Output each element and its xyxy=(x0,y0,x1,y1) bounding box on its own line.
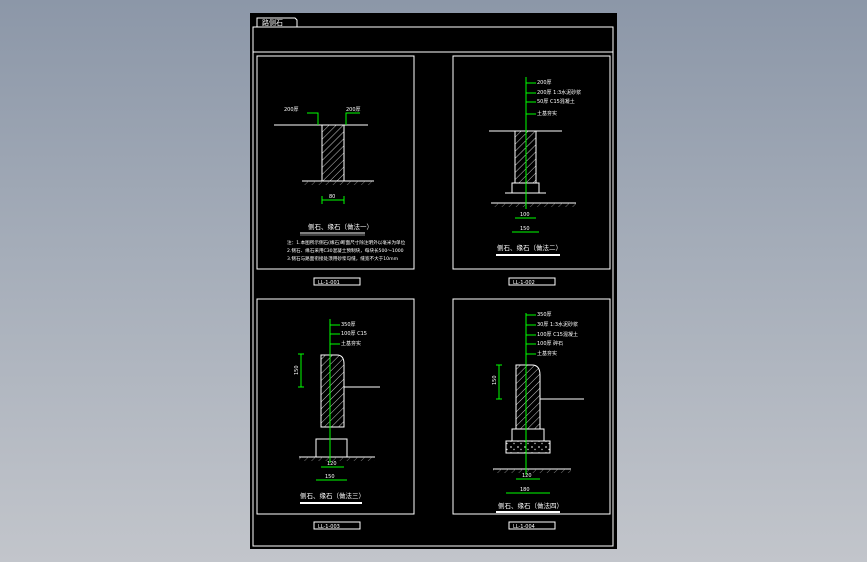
drawing-code: LL-1-001 xyxy=(318,280,340,286)
sheet-tab xyxy=(256,17,298,27)
concrete-footing xyxy=(315,438,348,458)
label-layer-1: 200厚 xyxy=(537,80,552,86)
drawing-code: LL-1-004 xyxy=(513,524,535,530)
sheet-tab-label: 路侧石 xyxy=(262,18,283,27)
dimension-width: 120 xyxy=(327,461,337,467)
label-layer-4: 100厚 碎石 xyxy=(537,340,563,347)
dimension-height: 150 xyxy=(294,365,300,375)
label-layer-1: 350厚 xyxy=(341,322,356,328)
drawing-code: LL-1-002 xyxy=(513,280,535,286)
curb-section xyxy=(321,124,345,182)
gravel-base xyxy=(505,440,551,454)
dimension-width: 120 xyxy=(522,473,532,479)
label-layer-3: 50厚 C15混凝土 xyxy=(537,98,575,105)
panel-caption: 侧石、缘石（做法一） xyxy=(308,222,373,231)
note-line-1: 注：1.本图所示侧石(缘石)断面尺寸除注明外以毫米为单位 xyxy=(287,239,406,246)
label-layer-4: 土基夯实 xyxy=(537,110,557,117)
curb-section xyxy=(320,354,345,428)
note-line-2: 2.侧石、缘石采用C30混凝土预制块，每块长500～1000 xyxy=(287,247,404,254)
label-left: 200厚 xyxy=(284,107,299,113)
dimension-base: 180 xyxy=(520,487,530,493)
panel-caption: 侧石、缘石（做法三） xyxy=(300,491,365,500)
curb-section xyxy=(515,364,541,430)
panel-caption: 侧石、缘石（做法二） xyxy=(497,243,562,252)
concrete-footing xyxy=(511,428,545,442)
note-line-3: 3.侧石与路面衔接处须用砂浆勾缝，缝宽不大于10mm xyxy=(287,255,399,262)
label-layer-1: 350厚 xyxy=(537,312,552,318)
dimension-height: 150 xyxy=(492,375,498,385)
detail-panel-2: 200厚 200厚 1:3水泥砂浆 50厚 C15混凝土 土基夯实 100 15… xyxy=(452,55,611,286)
detail-panel-1: 200厚 200厚 80 侧石、缘石（做法一） 注：1.本图所示侧石(缘石)断面… xyxy=(256,55,415,286)
label-right: 200厚 xyxy=(346,107,361,113)
label-layer-3: 100厚 C15混凝土 xyxy=(537,331,578,338)
label-layer-5: 土基夯实 xyxy=(537,350,557,357)
drawing-sheet: 路侧石 200厚 200厚 80 侧石、缘石（做法一） 注：1.本图所示侧石(缘… xyxy=(250,13,617,549)
cad-drawing: 路侧石 200厚 200厚 80 侧石、缘石（做法一） 注：1.本图所示侧石(缘… xyxy=(252,17,614,547)
panel-caption: 侧石、缘石（做法四） xyxy=(498,501,563,510)
detail-panel-3: 350厚 100厚 C15 土基夯实 150 120 150 侧石、缘石（做法三… xyxy=(256,298,415,530)
label-layer-2: 200厚 1:3水泥砂浆 xyxy=(537,89,581,96)
label-layer-2: 30厚 1:3水泥砂浆 xyxy=(537,321,578,328)
dimension-100: 100 xyxy=(520,212,530,218)
detail-panel-4: 350厚 30厚 1:3水泥砂浆 100厚 C15混凝土 100厚 碎石 土基夯… xyxy=(452,298,611,530)
label-layer-2: 100厚 C15 xyxy=(341,331,367,337)
drawing-code: LL-1-003 xyxy=(318,524,340,530)
dimension-80: 80 xyxy=(329,194,335,200)
title-strip xyxy=(252,26,614,53)
dimension-150: 150 xyxy=(520,226,530,232)
label-layer-3: 土基夯实 xyxy=(341,340,361,347)
dimension-footing: 150 xyxy=(325,474,335,480)
